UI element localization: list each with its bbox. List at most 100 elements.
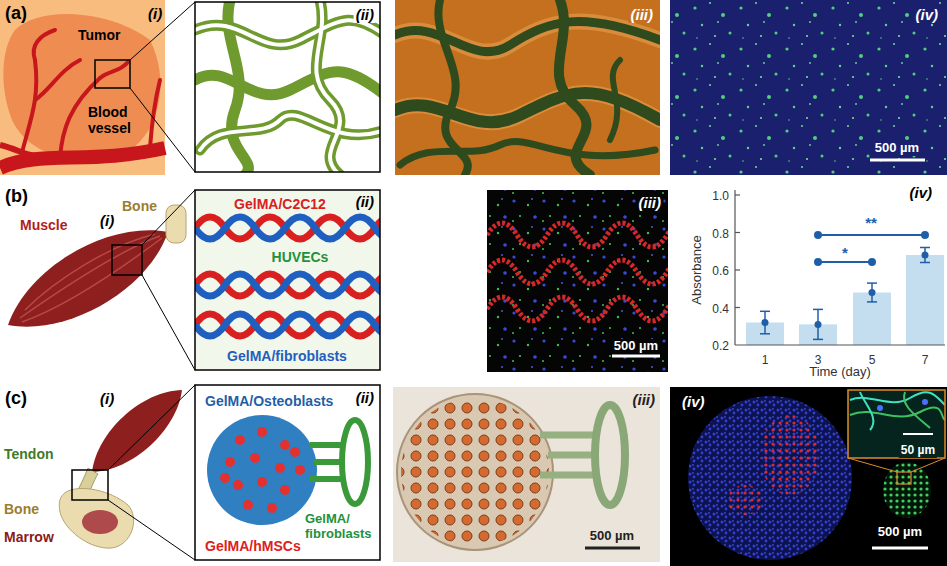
axis-tick: 0.4: [712, 303, 729, 317]
fluorescence-image: [487, 190, 697, 372]
scaffold-schematic: [195, 0, 385, 175]
text-holder: GelMA/fibroblasts: [227, 347, 347, 365]
zoom-line: [108, 500, 195, 560]
stem-cell-dots: [220, 427, 305, 513]
text-holder: (ii): [354, 6, 376, 24]
inset-fibres: [850, 392, 945, 430]
bone: [166, 205, 186, 243]
zoom-box: [112, 245, 142, 275]
panel-ground: [670, 387, 947, 566]
inset-panel: 50 µm: [848, 390, 945, 458]
vessel-channels: [195, 2, 380, 172]
text-holder: 50 µm: [899, 440, 937, 458]
text-holder: Tendon: [4, 445, 54, 463]
scale-bar: [903, 433, 933, 435]
material-label: GelMA/Osteoblasts: [205, 393, 333, 409]
material-label: GelMA/hMSCs: [205, 538, 301, 554]
part-label: Blood vessel: [88, 104, 142, 136]
panel-label: (iii): [629, 6, 656, 23]
text-holder: 7: [922, 350, 929, 368]
bar-chart: [735, 190, 945, 345]
micrograph: [395, 0, 660, 175]
tumor-illustration: [0, 0, 195, 175]
zoom-line: [142, 275, 195, 370]
osteoblast-disc: [207, 415, 317, 525]
scale-label: 500 µm: [612, 339, 660, 354]
printed-fibres: [487, 223, 668, 321]
marrow: [82, 510, 118, 534]
material-label: GelMA/ fibroblasts: [305, 512, 377, 542]
part-label: Bone: [4, 501, 39, 517]
zoom-box: [72, 470, 108, 500]
panel-label: (iii): [637, 194, 664, 211]
fluorescence-panel: 50 µm(iv)500 µm: [670, 387, 947, 566]
significance-brackets: [815, 232, 928, 265]
zoom-line: [130, 2, 195, 60]
cell-dots: [487, 190, 668, 372]
text-holder: (i): [100, 212, 114, 230]
axis-tick: 0.8: [712, 228, 729, 242]
panel-label: (iv): [910, 184, 933, 201]
micrograph: [393, 387, 660, 562]
inset-ground: [848, 390, 945, 458]
axis-tick: 7: [922, 354, 929, 368]
micrograph-panel: (iii): [395, 0, 660, 175]
text-holder: 500 µm: [590, 526, 634, 544]
schematic-panel: (ii)GelMA/OsteoblastsGelMA/hMSCsGelMA/ f…: [195, 385, 380, 560]
text-holder: (i): [100, 390, 114, 408]
text-holder: 500 µm: [873, 138, 921, 156]
text-holder: Marrow: [4, 528, 54, 546]
part-label: Tumor: [78, 27, 121, 43]
tendon-ring: [595, 405, 625, 505]
text-holder: (iv): [910, 184, 933, 202]
text-holder: Bone: [4, 500, 39, 518]
panel-frame: [195, 385, 380, 560]
text-holder: (iii): [637, 194, 664, 212]
text-holder: *: [842, 244, 848, 262]
error-bars: [760, 248, 930, 340]
scale-label: 500 µm: [873, 141, 921, 156]
text-holder: Bone: [122, 197, 157, 215]
text-holder: (a): [5, 3, 27, 24]
panel-label: (i): [148, 5, 162, 22]
muscle-illustration: [8, 190, 195, 370]
panel-label: (iv): [914, 6, 941, 23]
text-holder: (i): [148, 5, 162, 23]
panel-frame: [195, 190, 380, 370]
capillaries: [20, 30, 160, 160]
text-holder: Absorbance: [687, 235, 705, 304]
text-holder: 0.8: [712, 224, 729, 242]
inset-frame: [848, 390, 945, 458]
text-holder: HUVECs: [272, 248, 329, 266]
text-holder: Muscle: [20, 216, 67, 234]
panel-label: (ii): [354, 6, 376, 23]
text-holder: 500 µm: [612, 336, 660, 354]
text-holder: GelMA/hMSCs: [205, 537, 301, 555]
tendon-bone-illustration: [59, 385, 195, 560]
fibre-schematic: [195, 190, 405, 370]
bone-region: [688, 396, 852, 560]
stem-cell-region: [760, 415, 820, 495]
figure-letter: (c): [5, 388, 27, 409]
text-holder: 0.2: [712, 336, 729, 354]
text-holder: (ii): [354, 193, 376, 211]
figure-letter: (a): [5, 3, 27, 24]
axis-tick: 1.0: [712, 190, 729, 204]
zoom-line: [848, 458, 897, 472]
axis-title: Time (day): [809, 365, 871, 380]
panel-label: (i): [100, 390, 114, 407]
text-holder: (c): [5, 388, 27, 409]
axes: [735, 190, 945, 345]
fluorescence-panel: (iii) 500 µm: [487, 190, 668, 372]
part-label: Muscle: [20, 217, 67, 233]
zoom-box: [95, 60, 130, 88]
text-holder: Blood vessel: [88, 104, 142, 137]
figure-letter: (b): [5, 186, 28, 207]
part-label: Tendon: [4, 446, 54, 462]
significance-mark: *: [842, 244, 848, 261]
panel-ground: [670, 0, 947, 175]
tendon-strands: [540, 435, 597, 475]
text-holder: (iii): [633, 391, 656, 409]
scale-bar: [612, 355, 660, 358]
printed-disc: [397, 394, 553, 550]
